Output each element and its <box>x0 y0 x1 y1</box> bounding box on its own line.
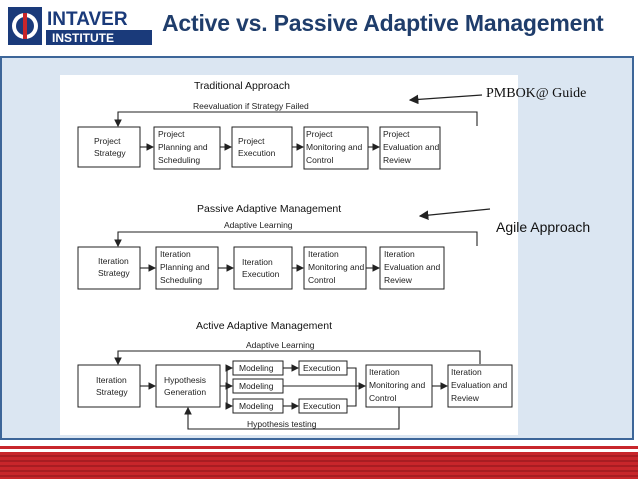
svg-text:Execution: Execution <box>238 148 276 158</box>
traditional-box-4: Project Monitoring and Control <box>303 126 369 170</box>
modeling-box-2: Modeling <box>232 378 284 394</box>
process-diagram: Traditional Approach Reevaluation if Str… <box>77 80 513 430</box>
active-branch-1 <box>220 364 234 387</box>
svg-text:Iteration: Iteration <box>384 249 415 259</box>
passive-box-1: Iteration Strategy <box>77 246 141 290</box>
passive-box-5: Iteration Evaluation and Review <box>379 246 445 290</box>
pmbok-annotation: PMBOK@ Guide <box>486 86 587 101</box>
svg-text:Strategy: Strategy <box>96 387 128 397</box>
svg-text:Execution: Execution <box>303 401 341 411</box>
passive-box-3: Iteration Execution <box>233 246 293 290</box>
traditional-box-5: Project Evaluation and Review <box>379 126 441 170</box>
svg-text:Generation: Generation <box>164 387 206 397</box>
active-title: Active Adaptive Management <box>196 320 332 332</box>
svg-text:Iteration: Iteration <box>98 256 129 266</box>
passive-box-4: Iteration Monitoring and Control <box>303 246 367 290</box>
execution-box-1: Execution <box>298 360 348 376</box>
active-monitoring-box: Iteration Monitoring and Control <box>365 364 433 408</box>
svg-text:Review: Review <box>451 393 480 403</box>
svg-text:Scheduling: Scheduling <box>160 275 202 285</box>
slide-header: INTAVER INSTITUTE Active vs. Passive Ada… <box>0 0 638 52</box>
active-evaluation-box: Iteration Evaluation and Review <box>447 364 513 408</box>
svg-text:Project: Project <box>94 136 121 146</box>
passive-loop-arrow <box>114 231 478 248</box>
traditional-box-1: Project Strategy <box>77 126 141 168</box>
passive-loop-label: Adaptive Learning <box>224 220 293 230</box>
svg-text:Planning and: Planning and <box>158 142 208 152</box>
svg-text:Iteration: Iteration <box>369 367 400 377</box>
svg-text:Monitoring and: Monitoring and <box>306 142 363 152</box>
svg-text:Project: Project <box>383 129 410 139</box>
svg-text:Evaluation and: Evaluation and <box>384 262 441 272</box>
footer-line <box>0 446 638 449</box>
svg-text:Strategy: Strategy <box>94 148 126 158</box>
passive-box-2: Iteration Planning and Scheduling <box>155 246 219 290</box>
agile-annotation: Agile Approach <box>496 219 591 235</box>
pmbok-pointer-arrow <box>408 94 483 105</box>
svg-text:Iteration: Iteration <box>308 249 339 259</box>
hypothesis-testing-label: Hypothesis testing <box>247 419 317 429</box>
svg-text:Monitoring and: Monitoring and <box>369 380 426 390</box>
svg-text:Monitoring and: Monitoring and <box>308 262 365 272</box>
svg-text:Hypothesis: Hypothesis <box>164 375 206 385</box>
logo-text-line1: INTAVER <box>47 9 128 30</box>
svg-text:Iteration: Iteration <box>242 257 273 267</box>
intaver-logo: INTAVER INSTITUTE <box>6 4 154 48</box>
svg-text:Project: Project <box>238 136 265 146</box>
logo-emblem-icon <box>8 7 42 45</box>
svg-text:Control: Control <box>306 155 334 165</box>
svg-text:Strategy: Strategy <box>98 268 130 278</box>
svg-text:Control: Control <box>308 275 336 285</box>
logo-text-line2: INSTITUTE <box>52 31 114 45</box>
svg-text:Review: Review <box>384 275 413 285</box>
svg-text:Project: Project <box>158 129 185 139</box>
diagram-panel: Traditional Approach Reevaluation if Str… <box>60 75 518 435</box>
traditional-title: Traditional Approach <box>194 80 290 92</box>
svg-text:Execution: Execution <box>242 269 280 279</box>
passive-title: Passive Adaptive Management <box>197 203 341 215</box>
svg-text:Evaluation and: Evaluation and <box>383 142 440 152</box>
traditional-box-2: Project Planning and Scheduling <box>153 126 221 170</box>
traditional-loop-arrow <box>114 111 478 128</box>
traditional-loop-label: Reevaluation if Strategy Failed <box>193 101 309 111</box>
svg-text:Iteration: Iteration <box>96 375 127 385</box>
active-hypothesis-box: Hypothesis Generation <box>155 364 221 408</box>
active-loop-arrow <box>114 350 481 366</box>
svg-text:Iteration: Iteration <box>451 367 482 377</box>
svg-text:Modeling: Modeling <box>239 363 274 373</box>
svg-text:Project: Project <box>306 129 333 139</box>
svg-text:Modeling: Modeling <box>239 381 274 391</box>
svg-text:Iteration: Iteration <box>160 249 191 259</box>
active-merge <box>347 367 357 407</box>
active-branch-3 <box>225 386 234 410</box>
svg-text:Control: Control <box>369 393 397 403</box>
svg-text:Scheduling: Scheduling <box>158 155 200 165</box>
active-loop-label: Adaptive Learning <box>246 340 315 350</box>
agile-pointer-arrow <box>418 208 491 220</box>
svg-text:Planning and: Planning and <box>160 262 210 272</box>
svg-text:Modeling: Modeling <box>239 401 274 411</box>
footer-band <box>0 452 638 479</box>
slide-title: Active vs. Passive Adaptive Management <box>162 10 604 36</box>
svg-text:Execution: Execution <box>303 363 341 373</box>
svg-text:Review: Review <box>383 155 412 165</box>
hypothesis-testing-arrow <box>184 406 400 430</box>
svg-text:Evaluation and: Evaluation and <box>451 380 508 390</box>
